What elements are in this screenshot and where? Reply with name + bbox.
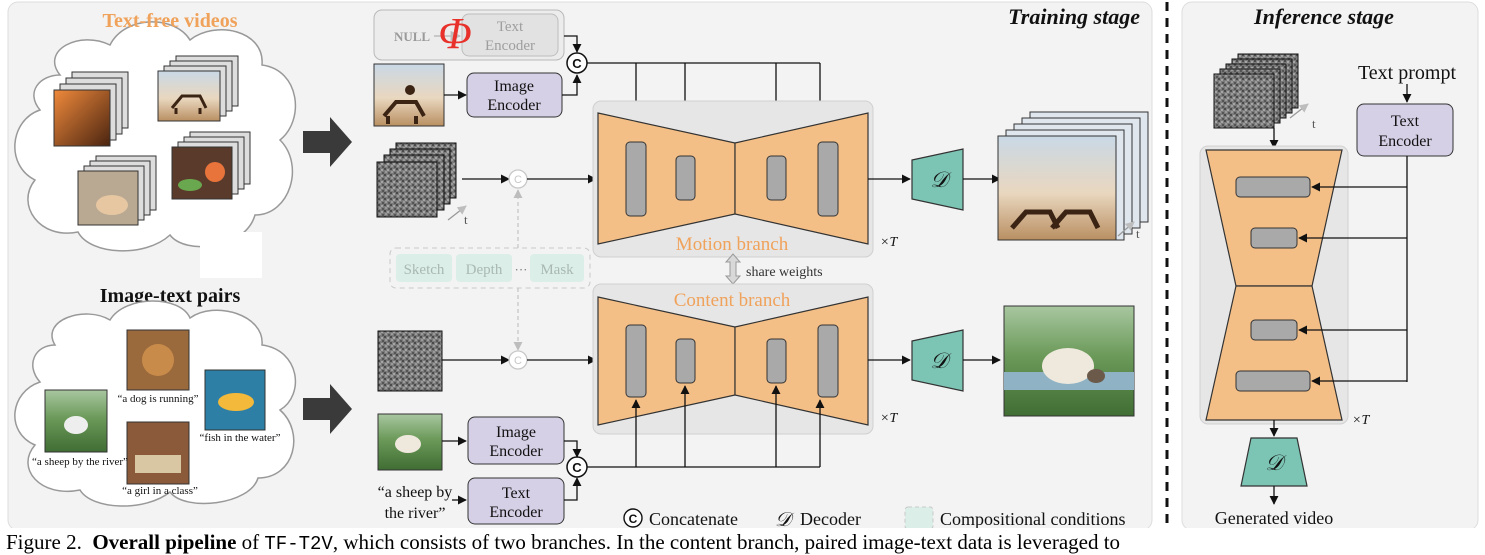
text-encoder-disabled [461, 13, 559, 57]
concat-bottom-symbol: C [572, 460, 582, 475]
inference-block-2 [1250, 227, 1298, 249]
pipeline-diagram: Text-free videos Image-text pairs [7, 1, 1479, 528]
t-label-top: t [464, 212, 468, 227]
caption-fish: “fish in the water” [200, 432, 281, 444]
caption-girl: “a girl in a class” [122, 485, 198, 497]
times-t-content: ×T [880, 411, 898, 426]
text-free-title: Text-free videos [103, 10, 238, 32]
horse-image [373, 63, 445, 127]
pairs-cloud [14, 300, 296, 507]
inference-text-encoder-line2: Encoder [1378, 133, 1432, 150]
decoder-top-symbol: 𝒟 [930, 168, 952, 193]
inference-times-t: ×T [1352, 413, 1370, 428]
caption-dog: “a dog is running” [118, 393, 199, 405]
caption-bold: Overall pipeline [92, 530, 237, 554]
decoder-bottom [911, 329, 964, 392]
inference-text-encoder-line1: Text [1391, 113, 1420, 130]
image-encoder-bottom-line1: Image [496, 424, 536, 441]
caption-of: of [241, 530, 260, 554]
conditions-group [389, 247, 591, 289]
flow-arrow-top [303, 117, 352, 167]
inference-text-prompt: Text prompt [1358, 62, 1456, 84]
inference-block-3 [1250, 319, 1298, 341]
inference-t-label: t [1312, 116, 1316, 131]
video-stack-horse [157, 55, 239, 122]
inference-title: Inference stage [1253, 4, 1394, 29]
inference-text-encoder [1356, 103, 1454, 157]
flow-arrow-bottom [303, 384, 352, 434]
concat-cond-top-symbol: C [514, 174, 522, 186]
inference-block-1 [1235, 176, 1311, 198]
prompt-text-line2: the river” [385, 505, 446, 522]
caption-sheep: “a sheep by the river” [32, 456, 128, 468]
noise-frame-bottom [377, 330, 443, 392]
null-label: NULL [394, 29, 430, 44]
phi-symbol: Φ [438, 9, 472, 58]
legend-concat-icon [623, 508, 643, 528]
noise-stack-top [376, 142, 467, 221]
inference-noise-stack [1213, 53, 1309, 129]
times-t-motion: ×T [880, 235, 898, 250]
video-stack-cat [77, 155, 157, 226]
content-branch-label: Content branch [674, 290, 791, 311]
condition-sketch-label: Sketch [404, 262, 445, 278]
condition-depth-label: Depth [466, 262, 503, 278]
motion-block-1 [625, 141, 647, 217]
pairs-title: Image-text pairs [100, 285, 241, 307]
motion-block-2 [675, 155, 696, 201]
image-encoder-top-line2: Encoder [487, 97, 541, 114]
output-image-sheep [1003, 305, 1135, 417]
condition-sketch [396, 254, 452, 282]
text-encoder-bottom-line1: Text [502, 485, 531, 502]
content-block-3 [766, 338, 787, 384]
caption-figure-number: Figure 2. [6, 530, 82, 554]
concat-cond-bottom-symbol: C [514, 355, 522, 367]
motion-block-4 [817, 141, 839, 217]
legend-compositional-icon [904, 506, 934, 528]
caption-rest: , which consists of two branches. In the… [332, 530, 1121, 554]
inference-decoder [1240, 437, 1308, 487]
generated-video-label: Generated video [1215, 508, 1333, 528]
content-block-2 [675, 338, 696, 384]
text-encoder-bottom [467, 477, 565, 525]
legend-concatenate: Concatenate [649, 509, 738, 528]
content-block-4 [817, 324, 839, 398]
training-title: Training stage [1008, 4, 1140, 29]
condition-mask-label: Mask [540, 262, 574, 278]
text-encoder-disabled-line2: Encoder [485, 38, 535, 54]
caption-method: TF-T2V [264, 533, 333, 555]
motion-block-3 [766, 155, 787, 201]
video-stack-food [171, 131, 251, 200]
concat-top-symbol: C [572, 56, 582, 71]
image-encoder-bottom-line2: Encoder [489, 443, 543, 460]
text-encoder-bottom-line2: Encoder [489, 504, 543, 521]
share-weights-label: share weights [746, 265, 823, 280]
t-label-output: t [1136, 226, 1140, 241]
video-stack-dance [53, 71, 129, 147]
sheep-input-image [377, 413, 443, 471]
inference-block-4 [1235, 370, 1311, 392]
image-encoder-top-line1: Image [494, 78, 534, 95]
figure-caption: Figure 2. Overall pipeline of TF-T2V, wh… [6, 529, 1481, 555]
legend-decoder: Decoder [800, 509, 861, 528]
condition-ellipsis: ··· [515, 262, 528, 277]
text-encoder-disabled-line1: Text [497, 19, 524, 35]
decoder-top [911, 148, 964, 211]
legend-decoder-icon: 𝒟 [775, 507, 795, 528]
condition-depth [456, 254, 512, 282]
decoder-bottom-symbol: 𝒟 [930, 349, 952, 374]
legend-concat-symbol: C [629, 512, 638, 526]
legend-compositional: Compositional conditions [940, 509, 1126, 528]
content-block-1 [625, 324, 647, 398]
prompt-text-line1: “a sheep by [378, 484, 453, 501]
motion-branch-label: Motion branch [676, 234, 789, 255]
inference-decoder-symbol: 𝒟 [1265, 451, 1287, 476]
condition-mask [530, 254, 584, 282]
output-video-stack [997, 111, 1149, 241]
